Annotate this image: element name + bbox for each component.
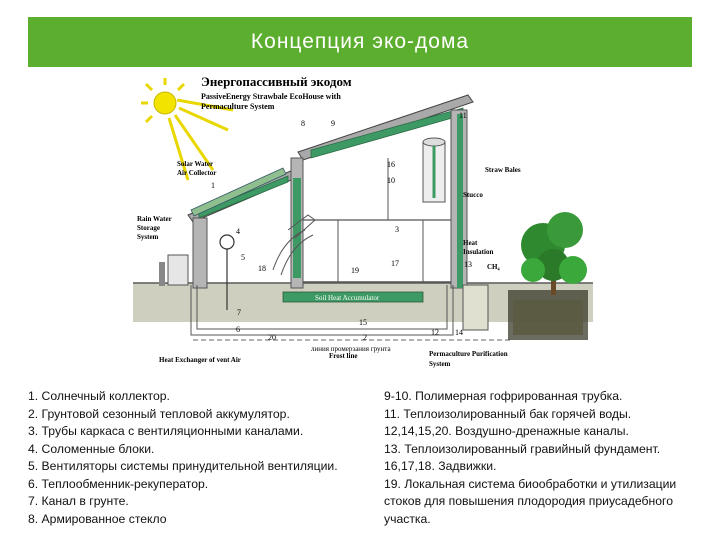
legend-right: 9-10. Полимерная гофрированная трубка. 1… (384, 388, 706, 528)
solar-collector (190, 167, 287, 217)
legend-item: 6. Теплообменник-рекуператор. (28, 476, 209, 491)
legend-item: 8. Армированное стекло (28, 511, 167, 526)
legend-item: 3. Трубы каркаса с вентиляционными канал… (28, 424, 304, 438)
label-number-18: 18 (258, 264, 266, 273)
label-number-8: 8 (301, 119, 305, 128)
rain-water-label-2: Storage (137, 224, 160, 232)
legend-item: 1. Солнечный коллектор. (28, 389, 170, 403)
label-number-4: 4 (236, 227, 240, 236)
label-number-15: 15 (359, 318, 367, 327)
legend-item: 13. Теплоизолированный гравийный фундаме… (384, 441, 661, 456)
diagram-heading: Энергопассивный экодом (201, 74, 352, 89)
sun-icon (141, 78, 234, 181)
label-number-12: 12 (431, 328, 439, 337)
label-number-20: 20 (268, 333, 276, 342)
ch4-label: CH₄ (487, 263, 501, 271)
frost-line-label-2: Frost line (329, 352, 357, 360)
heat-insulation-label-2: Insulation (463, 248, 493, 256)
label-number-9: 9 (331, 119, 335, 128)
rain-water-label-1: Rain Water (137, 215, 172, 223)
label-number-2: 2 (363, 333, 367, 342)
straw-bales-label: Straw Bales (485, 166, 521, 174)
diagram-subheading-1: PassiveEnergy Strawbale EcoHouse with (201, 92, 341, 101)
diagram-labels: Solar Water Air Collector Rain Water Sto… (137, 160, 521, 368)
title-bar: Концепция эко-дома (28, 17, 692, 67)
ecohouse-diagram: Энергопассивный экодом PassiveEnergy Str… (133, 70, 593, 375)
heat-insulation-label-1: Heat (463, 239, 478, 247)
diagram-subheading-2: Permaculture System (201, 102, 275, 111)
solar-collector-label-1: Solar Water (177, 160, 213, 168)
house-walls (192, 109, 468, 289)
heat-exchanger-label: Heat Exchanger of vent Air (159, 356, 241, 364)
hot-water-tank (422, 137, 446, 203)
fan-icon (219, 234, 235, 310)
label-number-6: 6 (236, 325, 240, 334)
legend-item: 2. Грунтовой сезонный тепловой аккумулят… (28, 406, 290, 421)
label-number-10: 10 (387, 176, 395, 185)
solar-collector-label-2: Air Collector (177, 169, 216, 177)
purification-label-2: System (429, 360, 451, 368)
rain-water-label-3: System (137, 233, 159, 241)
label-number-1: 1 (211, 181, 215, 190)
legend-left: 1. Солнечный коллектор. 2. Грунтовой сез… (28, 388, 384, 528)
purification-label-1: Permaculture Purification (429, 350, 508, 358)
label-number-14: 14 (455, 328, 463, 337)
label-number-17: 17 (391, 259, 399, 268)
label-number-5: 5 (241, 253, 245, 262)
legend-item: 7. Канал в грунте. (28, 494, 129, 508)
soil-heat-label: Soil Heat Accumulator (315, 294, 380, 302)
legend-item: 19. Локальная система биообработки и ути… (384, 476, 677, 526)
roof (187, 94, 474, 223)
label-number-16: 16 (387, 160, 395, 169)
legend-item: 9-10. Полимерная гофрированная трубка. (384, 389, 623, 403)
legend-item: 16,17,18. Задвижки. (384, 459, 497, 473)
label-number-7: 7 (237, 308, 241, 317)
legend-item: 4. Соломенные блоки. (28, 441, 155, 456)
label-number-19: 19 (351, 266, 359, 275)
legend-item: 11. Теплоизолированный бак горячей воды. (384, 406, 632, 421)
soil-heat-accumulator: Soil Heat Accumulator (282, 291, 424, 303)
rain-water-tank (159, 254, 189, 286)
frost-line-label-1: линия промерзания грунта (311, 345, 391, 353)
legend-item: 5. Вентиляторы системы принудительной ве… (28, 459, 338, 473)
label-number-13: 13 (464, 260, 472, 269)
stairs (272, 214, 316, 276)
label-number-11: 11 (459, 111, 467, 120)
ground-channels (190, 284, 489, 336)
legend-item: 12,14,15,20. Воздушно-дренажные каналы. (384, 424, 629, 438)
slide-title: Концепция эко-дома (250, 30, 470, 53)
tree-icon (521, 212, 587, 295)
purification-pit (508, 290, 588, 340)
stucco-label: Stucco (463, 191, 483, 199)
ecohouse-diagram-svg: Энергопассивный экодом PassiveEnergy Str… (133, 74, 593, 375)
diagram-numbers: 1 2 3 4 5 6 7 8 9 10 11 12 13 14 15 16 1… (211, 111, 472, 342)
label-number-3: 3 (395, 225, 399, 234)
